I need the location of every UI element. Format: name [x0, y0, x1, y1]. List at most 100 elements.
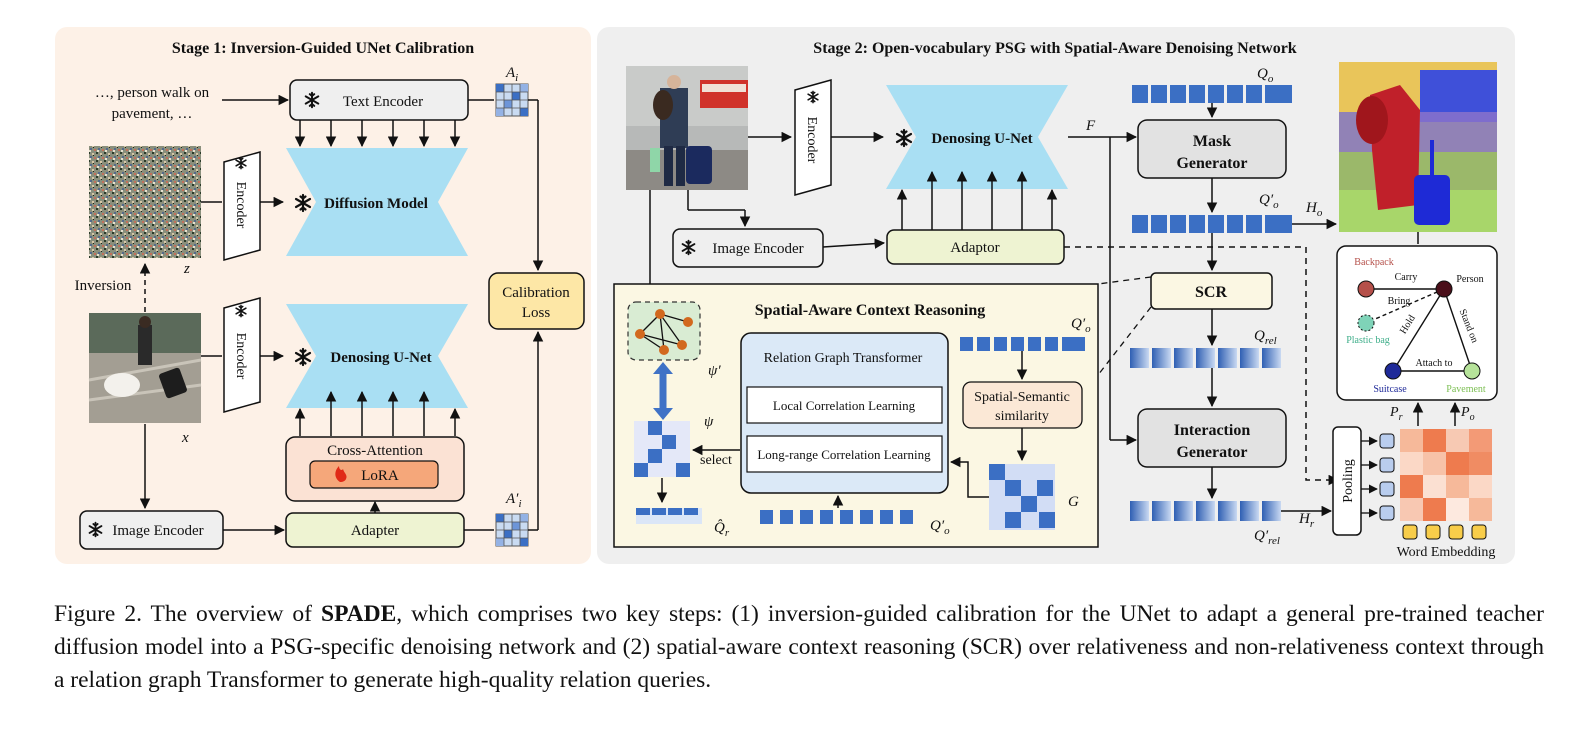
- input-image-x: [88, 313, 202, 423]
- label-Qo-prime: Q′o: [1259, 192, 1279, 211]
- label-Qo-prime-upper: Q′o: [1071, 316, 1091, 335]
- long-range-correlation-box: [746, 435, 943, 473]
- scene-graph-node-suitcase: [1384, 362, 1402, 380]
- scene-graph-label-backpack: Backpack: [1354, 257, 1393, 268]
- text-prompt-line1: …, person walk on: [95, 85, 210, 101]
- relation-graph-transformer-label: Relation Graph Transformer: [764, 351, 923, 366]
- attention-map-Ai: [495, 83, 529, 117]
- text-prompt-line2: pavement, …: [112, 106, 193, 122]
- scene-graph-node-plastic-bag: [1357, 314, 1375, 332]
- label-Qo-prime-lower: Q′o: [930, 518, 950, 537]
- label-F: F: [1085, 118, 1096, 134]
- label-psi-prime: ψ′: [708, 363, 721, 379]
- calibration-loss-box: [488, 272, 585, 330]
- scene-graph-label-pavement: Pavement: [1446, 384, 1486, 395]
- label-G: G: [1068, 494, 1079, 510]
- interaction-generator-line1: Interaction: [1174, 422, 1251, 439]
- image-encoder-stage2: [672, 228, 824, 268]
- scene-graph-node-person: [1435, 280, 1453, 298]
- denoising-unet-stage2: [886, 85, 1068, 189]
- image-encoder-stage1-label: Image Encoder: [112, 523, 203, 539]
- scene-graph-panel: [1336, 245, 1498, 401]
- select-label: select: [700, 453, 732, 468]
- similarity-heatmap: [1400, 429, 1492, 521]
- interaction-generator-line2: Generator: [1176, 444, 1247, 461]
- denoising-unet-stage1: [286, 304, 468, 408]
- encoder-1-label: Encoder: [233, 182, 248, 229]
- flame-icon: [335, 466, 347, 482]
- image-encoder-stage2-label: Image Encoder: [712, 241, 803, 257]
- caption-prefix: Figure 2. The overview of: [54, 601, 321, 627]
- scr-label: SCR: [1195, 284, 1227, 301]
- scene-graph-label-person: Person: [1456, 274, 1483, 285]
- mask-generator-line1: Mask: [1193, 133, 1231, 150]
- similarity-line1: Spatial-Semantic: [974, 390, 1070, 405]
- diffusion-model-label: Diffusion Model: [324, 196, 428, 212]
- caption-method-name: SPADE: [321, 601, 397, 627]
- label-Pr: Pr: [1389, 405, 1403, 423]
- relation-queries-Qrel-prime: [1130, 501, 1281, 521]
- attention-map-Ai-prime: [495, 513, 529, 547]
- local-correlation-box: [746, 386, 943, 424]
- adjacency-psi: [634, 421, 690, 477]
- double-arrow-up: [653, 362, 673, 374]
- pooling-label: Pooling: [1341, 459, 1356, 503]
- inversion-label: Inversion: [75, 278, 132, 294]
- scene-graph-edge-carry: Carry: [1395, 272, 1418, 283]
- label-Ai-prime: A′i: [505, 491, 522, 510]
- label-Qrel-prime: Q′rel: [1254, 528, 1280, 547]
- stage2-input-image: [626, 66, 748, 190]
- label-Hr: Hr: [1298, 511, 1315, 530]
- mask-generator-line2: Generator: [1176, 155, 1247, 172]
- noisy-latent-image: [89, 146, 201, 258]
- calibration-loss-line1: Calibration: [502, 285, 570, 301]
- scene-graph-label-plastic-bag: Plastic bag: [1346, 335, 1390, 346]
- figure-caption: Figure 2. The overview of SPADE, which c…: [54, 598, 1544, 697]
- object-queries-lower: [760, 510, 913, 524]
- adaptor-label: Adaptor: [950, 240, 999, 256]
- label-Ai: Ai: [505, 65, 518, 84]
- local-correlation-label: Local Correlation Learning: [773, 398, 916, 413]
- denoising-unet-stage2-label: Denosing U-Net: [931, 131, 1032, 147]
- label-Ho: Ho: [1305, 200, 1323, 219]
- similarity-line2: similarity: [995, 409, 1049, 424]
- encoder-2: [223, 297, 261, 413]
- denoising-unet-stage1-label: Denosing U-Net: [330, 350, 431, 366]
- object-queries-upper: [960, 337, 1085, 351]
- diffusion-model-block: [286, 148, 468, 256]
- query-tokens-Qo: [1132, 85, 1292, 103]
- encoder-1: [223, 151, 261, 261]
- long-range-correlation-label: Long-range Correlation Learning: [757, 447, 931, 462]
- overview-figure: Stage 1: Inversion-Guided UNet Calibrati…: [55, 27, 1515, 564]
- label-Qo: Qo: [1257, 66, 1274, 85]
- stage1-title: Stage 1: Inversion-Guided UNet Calibrati…: [172, 40, 474, 57]
- query-tokens-Qo-prime: [1132, 215, 1292, 233]
- scene-graph-label-suitcase: Suitcase: [1373, 384, 1407, 395]
- label-Qrel: Qrel: [1254, 328, 1277, 347]
- stage2-encoder: [794, 79, 832, 196]
- adapter-label: Adapter: [351, 523, 399, 539]
- double-arrow-down: [653, 408, 673, 420]
- relation-queries-Qrel: [1130, 348, 1281, 368]
- calibration-loss-line2: Loss: [522, 305, 551, 321]
- label-Qr-hat: Q̂r: [714, 519, 730, 539]
- encoder-2-label: Encoder: [233, 333, 248, 380]
- text-encoder-label: Text Encoder: [343, 94, 423, 110]
- scene-graph-node-pavement: [1463, 362, 1481, 380]
- pooling-box: [1332, 426, 1362, 536]
- selected-relation-queries: [636, 508, 702, 524]
- label-Po: Po: [1460, 405, 1475, 423]
- scene-graph-edge-attach-to: Attach to: [1416, 358, 1453, 369]
- label-psi: ψ: [704, 414, 714, 430]
- label-z: z: [183, 261, 190, 277]
- scene-graph-edge-bring: Bring: [1388, 296, 1411, 307]
- word-embedding-label: Word Embedding: [1397, 545, 1496, 560]
- pooled-relation-features: [1379, 433, 1395, 521]
- similarity-matrix-G: [989, 464, 1055, 530]
- scr-panel-title: Spatial-Aware Context Reasoning: [755, 302, 986, 319]
- caption-body: , which comprises two key steps: (1) inv…: [54, 601, 1545, 693]
- word-embedding-tokens: [1402, 524, 1487, 540]
- stage2-encoder-label: Encoder: [804, 117, 819, 164]
- scene-graph-node-backpack: [1357, 280, 1375, 298]
- label-x: x: [181, 430, 189, 446]
